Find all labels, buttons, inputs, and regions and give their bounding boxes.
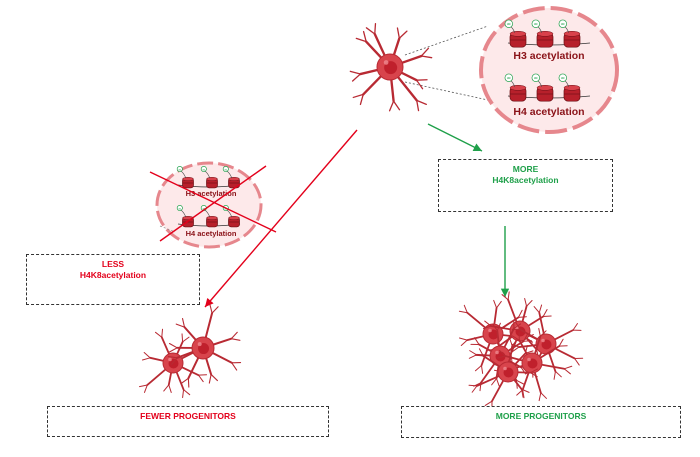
more-acetylation-box: MORE H4K8acetylation <box>438 159 613 212</box>
less-label: LESS <box>27 259 199 270</box>
acetyl-tag-label: ac <box>534 22 538 26</box>
acetyl-tag-label: ac <box>534 76 538 80</box>
less-acetylation-label: H4K8acetylation <box>27 270 199 281</box>
acetyl-tag-label: ac <box>561 76 565 80</box>
acetyl-tag-label: ac <box>561 22 565 26</box>
top-h4-label: H4 acetylation <box>513 106 584 118</box>
green-arrow-1 <box>428 124 482 151</box>
fewer-progenitors-cells <box>140 305 241 398</box>
top-h3-label: H3 acetylation <box>513 50 584 62</box>
less-acetylation-box: LESS H4K8acetylation <box>26 254 200 305</box>
more-label: MORE <box>439 164 612 175</box>
zoom-connector-top <box>405 26 488 55</box>
acetyl-tag-label: ac <box>507 22 511 26</box>
left-h3-label: H3 acetylation <box>186 189 237 198</box>
more-progenitors-label: MORE PROGENITORS <box>402 407 680 422</box>
fewer-progenitors-box: FEWER PROGENITORS <box>47 406 329 437</box>
more-progenitors-box: MORE PROGENITORS <box>401 406 681 438</box>
more-progenitors-cells <box>459 292 582 409</box>
zoom-connector-bottom <box>405 82 488 100</box>
left-h4-label: H4 acetylation <box>186 229 237 238</box>
top-progenitor-soma <box>350 24 431 111</box>
acetyl-tag-label: ac <box>507 76 511 80</box>
top-progenitor-cell <box>350 24 431 111</box>
fewer-progenitors-label: FEWER PROGENITORS <box>48 407 328 422</box>
more-acetylation-label: H4K8acetylation <box>439 175 612 186</box>
top-nucleosome-zoom: ac ac ac H3 acetylation ac ac ac H4 acetylat… <box>481 8 617 132</box>
